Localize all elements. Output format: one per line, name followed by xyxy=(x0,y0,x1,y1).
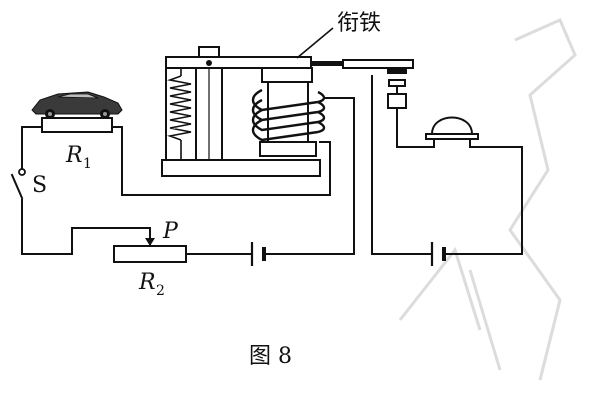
car-icon xyxy=(31,91,123,119)
magnet-core xyxy=(267,81,309,143)
switch-label: S xyxy=(32,173,47,198)
spring-icon xyxy=(165,68,192,160)
armature-arm xyxy=(311,61,343,66)
wires xyxy=(21,75,523,255)
battery-icon xyxy=(430,242,446,266)
coil-icon xyxy=(251,88,326,142)
bell-icon xyxy=(425,116,479,140)
resistor-r1 xyxy=(41,117,113,133)
rheostat-r2 xyxy=(113,245,187,263)
r1-subscript: 1 xyxy=(83,156,92,172)
armature-contact-arm xyxy=(342,59,414,69)
r2-label: R xyxy=(138,270,156,295)
armature-bar xyxy=(165,56,312,69)
r1-label: R xyxy=(65,143,83,168)
armature-label: 衔铁 xyxy=(337,11,381,36)
relay-base xyxy=(161,159,321,177)
relay xyxy=(161,46,414,177)
battery-icon xyxy=(250,242,266,266)
magnet-bottom-plate xyxy=(259,141,317,157)
slider-arrow-icon xyxy=(145,238,155,246)
r2-subscript: 2 xyxy=(156,283,165,299)
slider-label: P xyxy=(162,219,179,244)
figure-caption: 图 8 xyxy=(249,344,292,369)
watermark xyxy=(398,18,577,381)
upper-contact xyxy=(387,93,407,109)
magnet-top-plate xyxy=(261,67,313,83)
switch-s xyxy=(10,168,26,200)
pivot-knob xyxy=(198,46,220,58)
